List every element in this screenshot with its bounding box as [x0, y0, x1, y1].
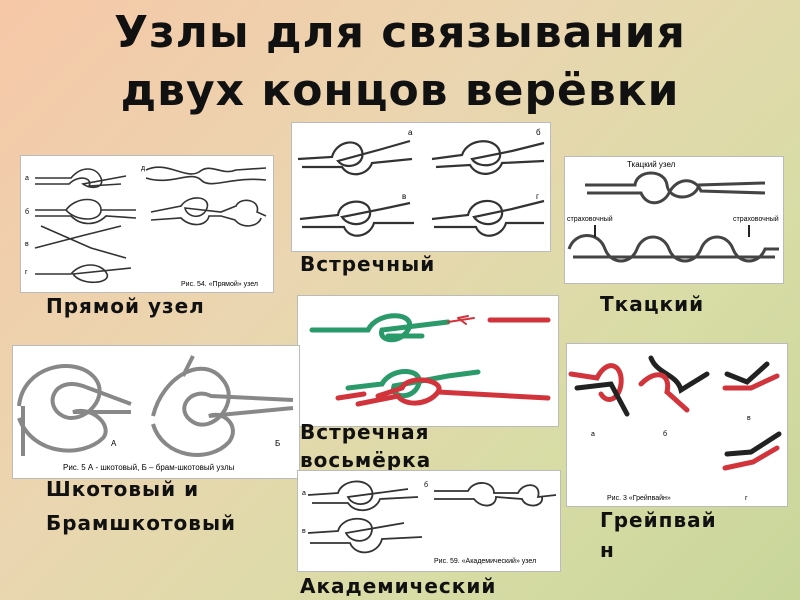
letter-b: б: [536, 128, 541, 137]
label-figure-eight-bend: Встречная восьмёрка: [300, 418, 431, 474]
sheet-bend-letter-b: Б: [275, 439, 280, 448]
letter-a: а: [591, 431, 595, 438]
letter-d: д: [141, 165, 145, 172]
square-knot-illustration: а б в г д Рис. 54. «Прямой» узел: [20, 155, 274, 293]
label-square-knot: Прямой узел: [46, 294, 205, 318]
sheet-bend-letter-a: А: [111, 439, 117, 448]
letter-g: г: [536, 192, 539, 201]
label-weavers-knot: Ткацкий: [600, 292, 705, 316]
label-figure-eight-line2: восьмёрка: [300, 448, 432, 472]
letter-b: б: [663, 430, 667, 438]
slide-title: Узлы для связывания двух концов верёвки: [0, 4, 800, 120]
label-figure-eight-line1: Встречная: [300, 420, 430, 444]
letter-b: б: [25, 208, 29, 216]
letter-v: в: [402, 192, 406, 201]
letter-v: в: [25, 241, 29, 248]
figure-eight-bend-illustration: [297, 295, 559, 427]
sheet-bend-illustration: А Б Рис. 5 А - шкотовый, Б – брам-шкотов…: [12, 345, 300, 479]
grapevine-caption: Рис. 3 «Грейпвайн»: [607, 494, 671, 502]
label-sheet-bend: Шкотовый и Брамшкотовый: [46, 472, 236, 540]
water-knot-illustration: а б в г: [291, 122, 551, 252]
weavers-knot-illustration: Ткацкий узел страховочный страховочный: [564, 156, 784, 284]
slide-title-line2: двух концов верёвки: [120, 65, 680, 116]
sheet-bend-caption: Рис. 5 А - шкотовый, Б – брам-шкотовый у…: [63, 463, 235, 472]
weavers-caption-left: страховочный: [567, 215, 613, 223]
academic-caption: Рис. 59. «Академический» узел: [434, 557, 536, 565]
label-water-knot: Встречный: [300, 252, 436, 276]
letter-a: а: [408, 128, 413, 137]
weavers-caption-top: Ткацкий узел: [627, 160, 676, 169]
letter-g: г: [745, 495, 748, 502]
letter-a: а: [302, 490, 306, 497]
label-academic-knot: Академический: [300, 574, 497, 598]
weavers-caption-right: страховочный: [733, 215, 779, 223]
letter-b: б: [424, 481, 428, 489]
label-grapevine-line2: н: [600, 538, 615, 562]
label-grapevine: Грейпвай н: [600, 505, 717, 565]
label-sheet-bend-line2: Брамшкотовый: [46, 511, 237, 535]
label-grapevine-line1: Грейпвай: [600, 508, 717, 532]
academic-knot-illustration: а б в Рис. 59. «Академический» узел: [297, 470, 561, 572]
letter-v: в: [302, 528, 306, 535]
square-knot-caption: Рис. 54. «Прямой» узел: [181, 280, 258, 288]
letter-a: а: [25, 175, 29, 182]
letter-g: г: [25, 269, 28, 276]
grapevine-illustration: а б в г Рис. 3 «Грейпвайн»: [566, 343, 788, 507]
slide-title-line1: Узлы для связывания: [114, 7, 686, 58]
label-sheet-bend-line1: Шкотовый и: [46, 477, 200, 501]
letter-v: в: [747, 415, 751, 422]
